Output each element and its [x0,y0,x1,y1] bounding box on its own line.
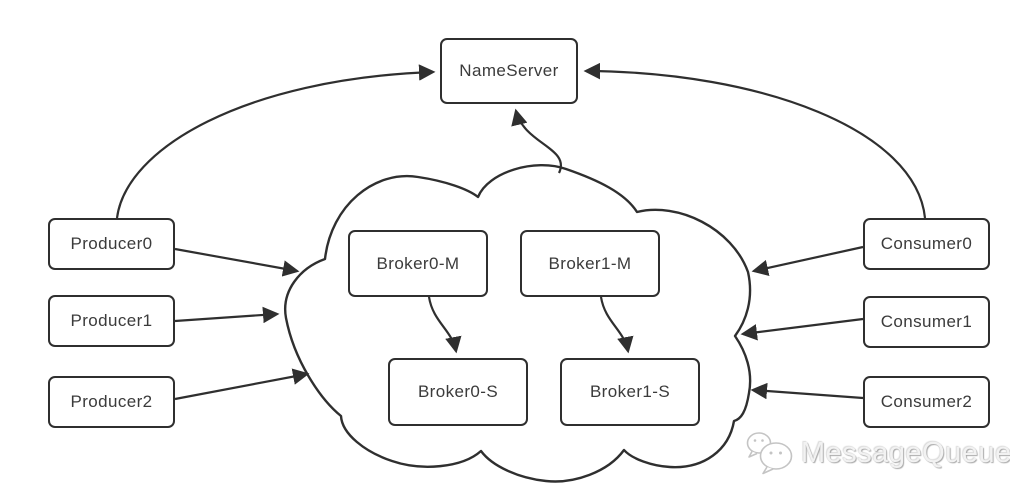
node-broker0-slave: Broker0-S [388,358,528,426]
node-producer2: Producer2 [48,376,175,428]
node-broker0-master: Broker0-M [348,230,488,297]
node-label: Producer2 [70,392,153,411]
wechat-chat-bubbles-icon [746,432,793,475]
edge-cloud-nameserver [511,108,562,174]
node-broker1-master: Broker1-M [520,230,660,297]
edge-producer0-cloud [174,247,300,277]
node-producer1: Producer1 [48,295,175,347]
node-label: Producer0 [70,234,153,253]
broker-cluster-cloud [284,164,752,483]
node-label: NameServer [459,61,559,80]
node-label: Consumer1 [880,312,973,331]
edge-consumer2-cloud [750,382,864,400]
node-label: Broker0-S [417,382,499,401]
node-broker1-slave: Broker1-S [560,358,700,426]
node-consumer1: Consumer1 [863,296,990,348]
node-label: Producer1 [70,311,153,330]
edge-producer2-cloud [174,368,310,401]
edge-producer0-nameserver [115,64,436,219]
edge-producer1-cloud [174,306,280,324]
edge-consumer0-nameserver [583,62,927,219]
node-producer0: Producer0 [48,218,175,270]
edge-consumer1-cloud [740,317,864,341]
edge-consumer0-cloud [751,245,864,277]
node-label: Broker1-S [589,382,671,401]
edge-broker0m-broker0s [427,296,462,354]
node-label: Broker0-M [376,253,460,273]
node-nameserver: NameServer [440,38,578,104]
node-consumer0: Consumer0 [863,218,990,270]
node-label: Consumer0 [880,234,973,253]
edge-broker1m-broker1s [599,296,634,354]
node-consumer2: Consumer2 [863,376,990,428]
node-label: Consumer2 [880,392,973,411]
watermark: MessageQueue [744,428,1010,478]
node-label: Broker1-M [548,253,632,273]
watermark-text: MessageQueue [801,436,1010,469]
